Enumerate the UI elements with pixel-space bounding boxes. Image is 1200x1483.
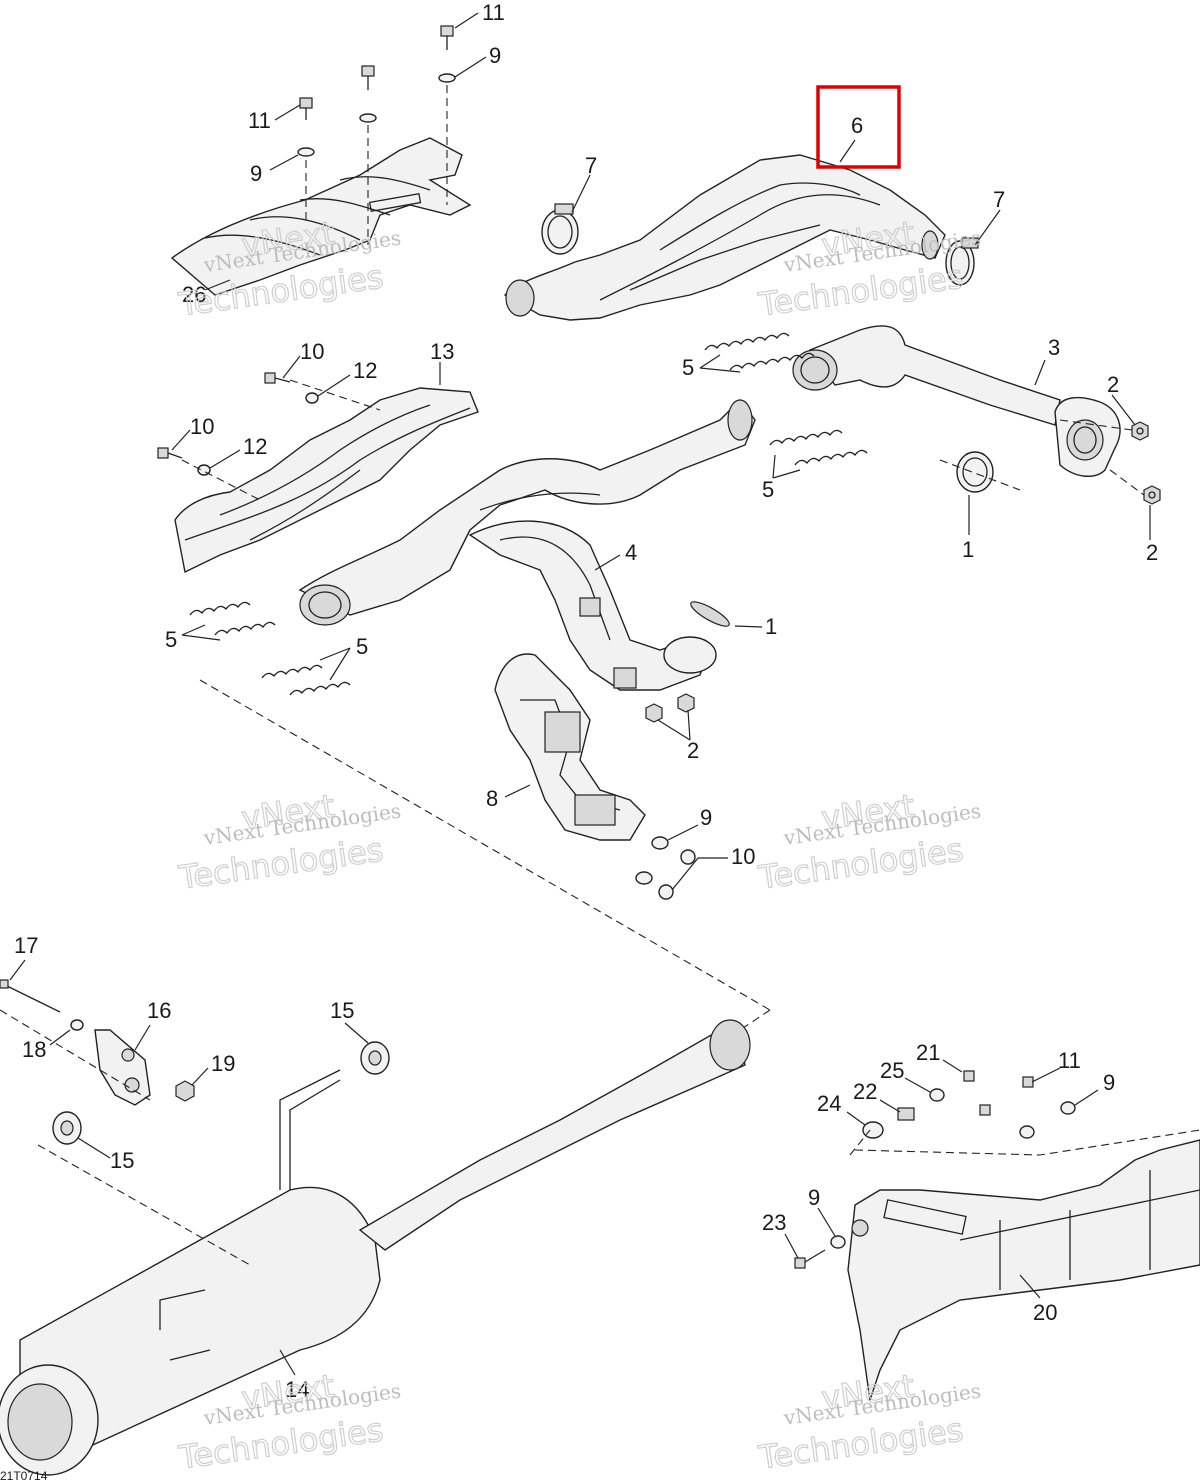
callout-24: 24 (817, 1091, 841, 1116)
clamp-7-right (945, 237, 979, 286)
bolt-17 (0, 979, 84, 1031)
callout-5: 5 (682, 355, 694, 380)
callout-2: 2 (1146, 540, 1158, 565)
heat-shield-8 (494, 653, 646, 841)
callout-21: 21 (916, 1040, 940, 1065)
callout-11: 11 (248, 108, 271, 133)
highlight-box (816, 85, 901, 169)
heat-shield-26 (170, 137, 472, 296)
leader-lines (9, 12, 1151, 1376)
watermark: vNext vNext Technologies Technologies (755, 786, 982, 897)
callout-19: 19 (211, 1051, 235, 1076)
callout-23: 23 (762, 1210, 786, 1235)
callout-15: 15 (110, 1148, 134, 1173)
springs-5-mid (769, 429, 868, 466)
callout-9: 9 (808, 1185, 820, 1210)
callout-16: 16 (147, 998, 171, 1023)
callout-20: 20 (1033, 1300, 1057, 1325)
callout-7: 7 (585, 153, 597, 178)
watermark: vNext vNext Technologies Technologies (175, 786, 402, 897)
fasteners-13 (157, 372, 381, 501)
callout-10: 10 (300, 339, 324, 364)
heat-shield-20 (847, 1139, 1200, 1401)
callout-5: 5 (356, 634, 368, 659)
callout-12: 12 (353, 358, 377, 383)
exhaust-pipe-y (298, 398, 756, 626)
springs-5-top (704, 332, 815, 371)
callout-18: 18 (22, 1037, 46, 1062)
callout-15: 15 (330, 998, 354, 1023)
bracket-16 (94, 1029, 151, 1106)
callout-9: 9 (489, 43, 501, 68)
callout-9: 9 (700, 805, 712, 830)
exhaust-pipe-3 (792, 325, 1121, 477)
callout-26: 26 (182, 282, 206, 307)
grommets-15 (52, 1041, 390, 1145)
gasket-1-mid (690, 601, 730, 627)
callout-10: 10 (190, 414, 214, 439)
callout-labels: 11 9 11 9 26 6 7 7 10 12 13 10 12 5 3 2 … (0, 0, 1158, 1483)
callout-5: 5 (762, 477, 774, 502)
callout-25: 25 (880, 1058, 904, 1083)
callout-3: 3 (1048, 335, 1060, 360)
fasteners-top-left (297, 25, 456, 245)
washers-nuts-9-10 (635, 836, 696, 900)
callout-11: 11 (482, 0, 505, 25)
callout-2: 2 (687, 738, 699, 763)
callout-1: 1 (962, 537, 974, 562)
callout-1: 1 (765, 614, 777, 639)
callout-8: 8 (486, 786, 498, 811)
callout-22: 22 (853, 1079, 877, 1104)
watermark: vNext vNext Technologies Technologies (755, 1366, 982, 1477)
callout-11: 11 (1058, 1048, 1081, 1073)
clamp-7-left (541, 203, 579, 255)
nuts-2-right (939, 419, 1161, 505)
heat-shield-13 (174, 387, 479, 574)
callout-5: 5 (165, 627, 177, 652)
callout-4: 4 (625, 540, 637, 565)
exhaust-pipe-4 (468, 520, 717, 691)
callout-7: 7 (993, 187, 1005, 212)
callout-12: 12 (243, 434, 267, 459)
callout-9: 9 (1103, 1070, 1115, 1095)
callout-17: 17 (14, 933, 38, 958)
callout-9: 9 (250, 161, 262, 186)
gasket-1-right (956, 451, 994, 493)
callout-14: 14 (285, 1377, 309, 1402)
nuts-2-mid (645, 693, 695, 723)
fasteners-20 (794, 1070, 1200, 1269)
callout-6: 6 (851, 113, 863, 138)
springs-5-left (189, 601, 351, 696)
muffler-14 (0, 1019, 751, 1476)
exhaust-pipe-6 (503, 154, 946, 321)
diagram-code: 21T0714 (0, 1469, 48, 1483)
callout-2: 2 (1107, 372, 1119, 397)
nut-19 (175, 1080, 195, 1102)
callout-10: 10 (731, 844, 755, 869)
callout-13: 13 (430, 339, 454, 364)
